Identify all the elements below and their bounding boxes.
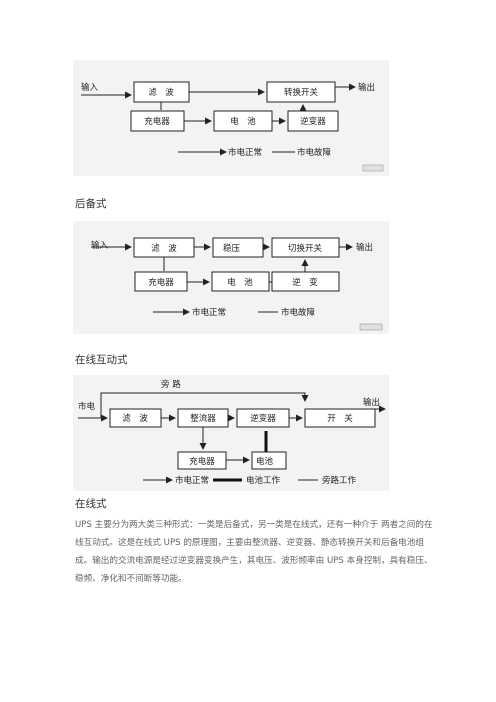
battery-label: 电 池 bbox=[227, 277, 253, 288]
inverter-label: 逆变器 bbox=[250, 413, 276, 424]
caption-online: 在线式 bbox=[75, 498, 107, 510]
caption-backup: 后备式 bbox=[75, 198, 107, 210]
input-label: 输入 bbox=[91, 240, 109, 251]
battery-label: 电 池 bbox=[230, 116, 256, 127]
legend-normal: 市电正常 bbox=[228, 147, 262, 158]
watermark-logo bbox=[359, 323, 383, 331]
output-label: 输出 bbox=[363, 397, 380, 408]
output-label: 输出 bbox=[356, 242, 373, 253]
legend-fault: 市电故障 bbox=[297, 147, 332, 158]
charger-label: 充电器 bbox=[148, 277, 174, 288]
legend-bypass: 旁路工作 bbox=[322, 475, 357, 486]
switch-label: 开 关 bbox=[327, 413, 353, 424]
rectifier-label: 整流器 bbox=[190, 413, 216, 424]
backup-ups-diagram: 输入 滤 波 转换开关 输出 充电器 电 池 逆变器 市电正常 市电故障 bbox=[73, 60, 389, 176]
legend-normal: 市电正常 bbox=[192, 307, 226, 318]
regulator-label: 稳压 bbox=[223, 243, 241, 254]
legend-normal: 市电正常 bbox=[175, 475, 209, 486]
bypass-label: 旁 路 bbox=[161, 379, 181, 390]
filter-label: 滤 波 bbox=[148, 87, 174, 98]
description-paragraph: UPS 主要分为两大类三种形式：一类是后备式，另一类是在线式，还有一种介于 两者… bbox=[75, 520, 433, 584]
switch-label: 切换开关 bbox=[288, 243, 323, 254]
watermark-logo bbox=[362, 164, 384, 172]
transfer-switch-label: 转换开关 bbox=[284, 87, 319, 98]
line-interactive-ups-diagram: 输入 滤 波 稳压 切换开关 输出 充电器 电 池 逆 变 市电正常 市电故障 bbox=[73, 221, 389, 334]
mains-label: 市电 bbox=[78, 401, 96, 412]
filter-label: 滤 波 bbox=[122, 413, 148, 424]
legend-battery: 电池工作 bbox=[246, 475, 281, 486]
filter-label: 滤 波 bbox=[151, 243, 177, 254]
caption-line-interactive: 在线互动式 bbox=[75, 354, 128, 366]
input-label: 输入 bbox=[81, 82, 99, 93]
charger-label: 充电器 bbox=[144, 116, 170, 127]
legend-fault: 市电故障 bbox=[281, 307, 316, 318]
charger-label: 充电器 bbox=[189, 456, 215, 467]
online-ups-diagram: 旁 路 市电 滤 波 整流器 逆变器 开 关 输出 充电器 电池 市电正常 电池… bbox=[73, 375, 389, 491]
inverter-label: 逆变器 bbox=[300, 116, 326, 127]
output-label: 输出 bbox=[358, 82, 375, 93]
battery-label: 电池 bbox=[256, 456, 274, 467]
inverter-label: 逆 变 bbox=[292, 277, 318, 288]
